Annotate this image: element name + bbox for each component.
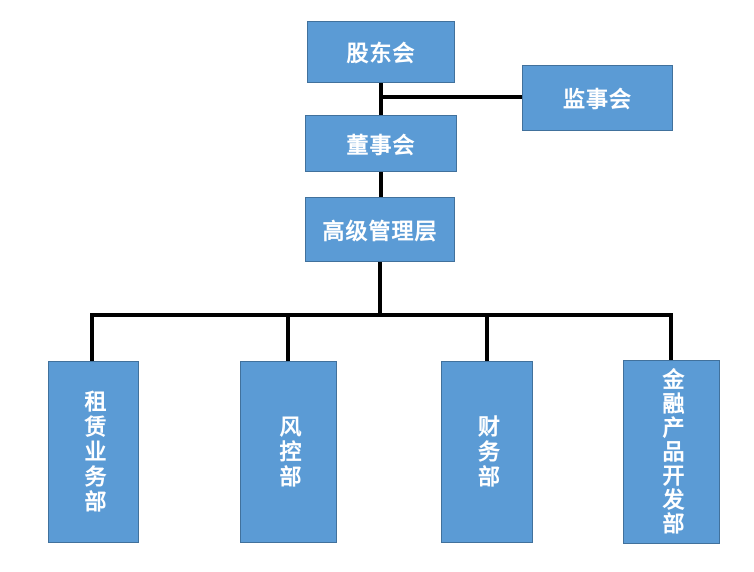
connector-bus-finance [485, 313, 489, 363]
node-supervisory-board: 监事会 [522, 65, 673, 131]
connector-bus-product-dev [669, 313, 673, 363]
connector-board-senior-mgmt [379, 172, 383, 199]
node-finance-dept: 财务部 [441, 361, 533, 543]
node-board-of-directors: 董事会 [305, 115, 457, 172]
connector-bus-risk [286, 313, 290, 363]
connector-horizontal-bus [90, 313, 673, 317]
connector-shareholders-supervisory [381, 95, 522, 99]
connector-shareholders-board [379, 83, 383, 117]
node-leasing-business-dept: 租赁业务部 [48, 361, 139, 543]
connector-senior-mgmt-bus [378, 262, 382, 316]
node-senior-management: 高级管理层 [305, 197, 455, 262]
node-risk-control-dept: 风控部 [240, 361, 337, 543]
node-shareholders-meeting: 股东会 [307, 21, 455, 83]
node-financial-product-dev-dept: 金融产品开发部 [623, 360, 720, 544]
connector-bus-leasing [90, 313, 94, 363]
